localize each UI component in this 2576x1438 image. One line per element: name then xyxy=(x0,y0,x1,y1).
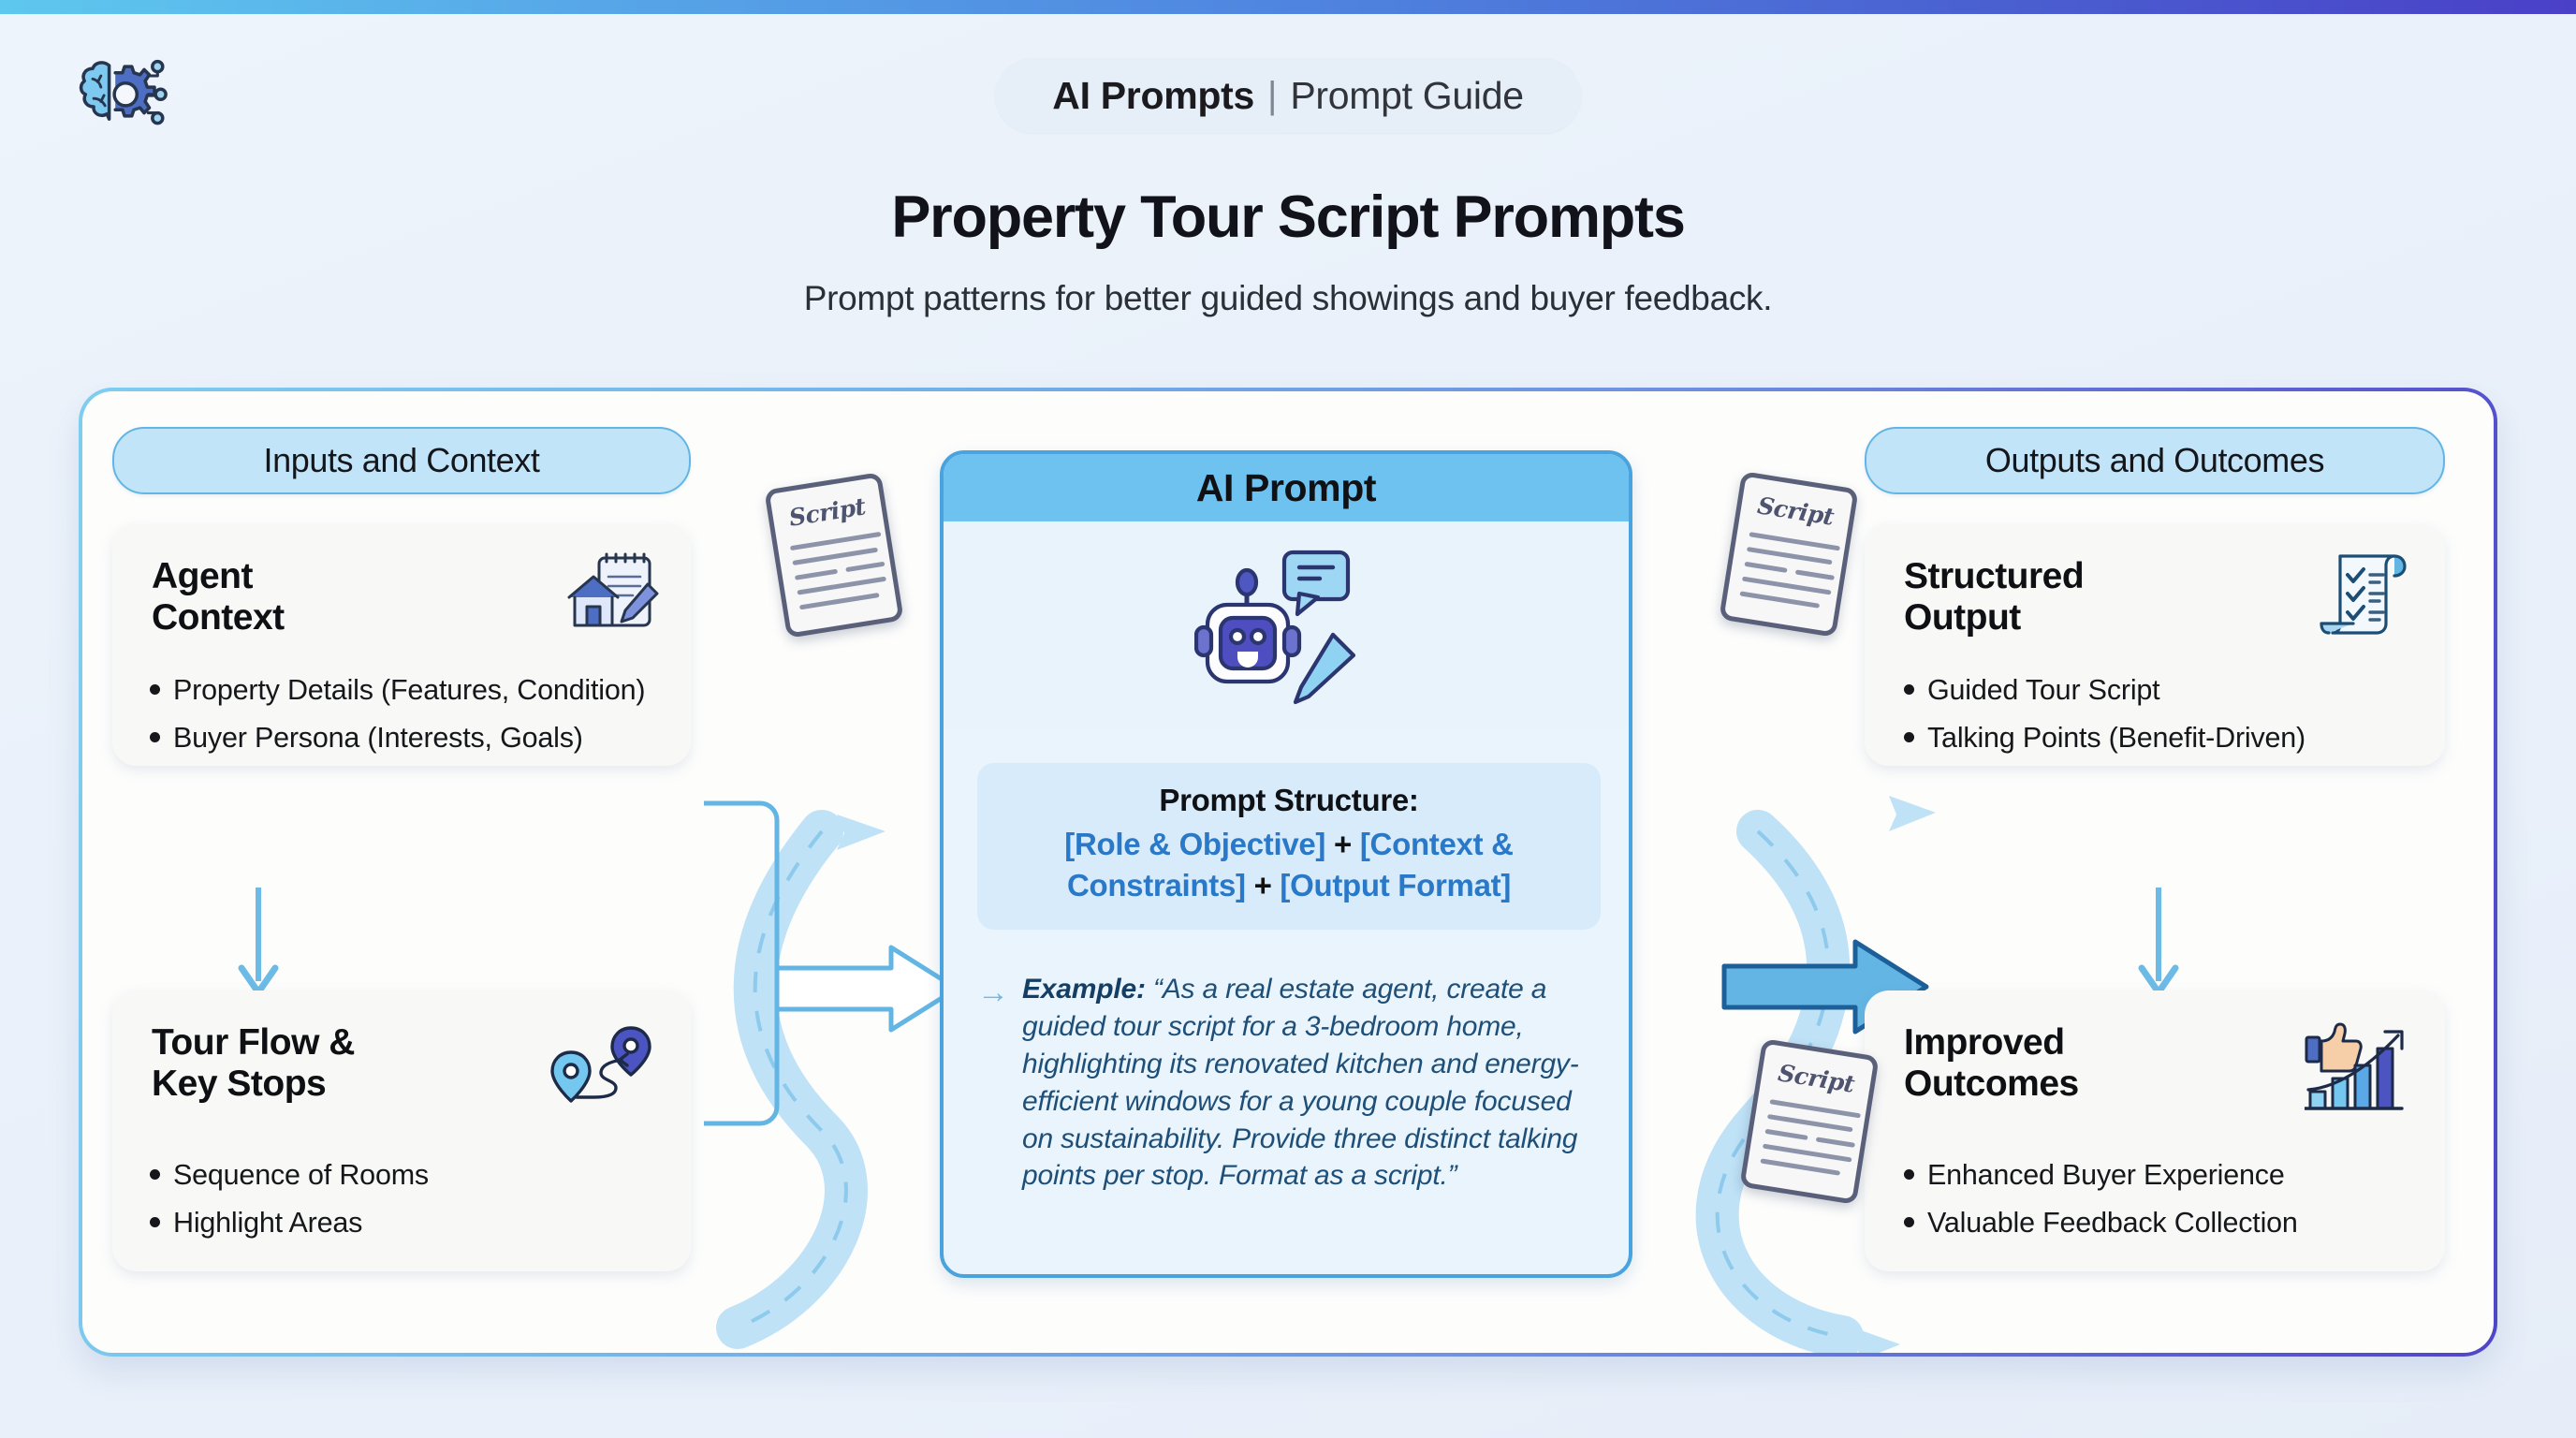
prompt-example-text: Example: “As a real estate agent, create… xyxy=(1022,971,1601,1195)
card-improved-outcomes-title: Improved Outcomes xyxy=(1904,1022,2079,1104)
structure-part-output: [Output Format] xyxy=(1280,867,1512,902)
ai-prompt-header-label: AI Prompt xyxy=(1195,465,1377,509)
list-item: Guided Tour Script xyxy=(1896,672,2421,710)
sidebar-pill-inputs: Inputs and Context xyxy=(112,427,691,494)
card-agent-context-bullets: Property Details (Features, Condition) B… xyxy=(142,672,666,767)
structure-part-context: [Context & Constraints] xyxy=(1066,827,1514,902)
badge-secondary-label: Prompt Guide xyxy=(1290,73,1524,117)
ai-prompt-header: AI Prompt xyxy=(944,454,1629,521)
script-doc-label: Script xyxy=(1776,1059,1857,1098)
list-item: Valuable Feedback Collection xyxy=(1896,1205,2430,1242)
sidebar-pill-outputs: Outputs and Outcomes xyxy=(1865,427,2445,494)
card-tour-flow[interactable]: Tour Flow & Key Stops Sequence of Rooms … xyxy=(112,990,691,1271)
prompt-structure-formula: [Role & Objective] + [Context & Constrai… xyxy=(998,824,1580,906)
ai-prompt-card[interactable]: AI Prompt Prompt Structure: [Ro xyxy=(940,450,1632,1278)
prompt-structure-title: Prompt Structure: xyxy=(1159,783,1419,817)
brain-gear-ai-icon xyxy=(58,45,168,148)
card-structured-output-bullets: Guided Tour Script Talking Points (Benef… xyxy=(1896,672,2421,767)
list-item: Enhanced Buyer Experience xyxy=(1896,1157,2430,1195)
script-doc-label: Script xyxy=(786,492,868,532)
script-document-icon: Script xyxy=(1719,471,1859,638)
pill-label-inputs: Inputs and Context xyxy=(263,441,540,479)
arrow-right-icon: → xyxy=(977,975,1009,1010)
checklist-scroll-icon xyxy=(2320,550,2413,643)
list-item: Property Details (Features, Condition) xyxy=(142,672,666,710)
top-gradient-bar xyxy=(0,0,2576,14)
card-structured-output[interactable]: Structured Output Guided Tour Script Tal… xyxy=(1865,524,2445,766)
card-agent-context[interactable]: Agent Context Property Details (Features… xyxy=(112,524,691,766)
structure-part-role: [Role & Objective] xyxy=(1064,827,1326,861)
list-item: Sequence of Rooms xyxy=(142,1157,666,1195)
list-item: Talking Points (Benefit-Driven) xyxy=(1896,720,2421,757)
house-notepad-pencil-icon xyxy=(562,552,663,643)
structure-joiner: + xyxy=(1334,827,1352,861)
page-title: Property Tour Script Prompts xyxy=(891,184,1686,250)
badge-separator: | xyxy=(1266,74,1278,116)
card-structured-output-title: Structured Output xyxy=(1904,556,2085,638)
page-subtitle: Prompt patterns for better guided showin… xyxy=(803,279,1773,317)
robot-chat-pencil-icon xyxy=(944,521,1629,729)
prompt-structure-box: Prompt Structure: [Role & Objective] + [… xyxy=(977,763,1601,930)
card-tour-flow-title: Tour Flow & Key Stops xyxy=(152,1022,355,1104)
prompt-example-body: “As a real estate agent, create a guided… xyxy=(1022,974,1579,1192)
script-document-icon: Script xyxy=(1739,1038,1880,1205)
list-item: Buyer Persona (Interests, Goals) xyxy=(142,720,666,757)
thumbs-up-growth-chart-icon xyxy=(2303,1022,2419,1117)
script-document-icon: Script xyxy=(764,472,904,638)
badge-primary-label: AI Prompts xyxy=(1052,73,1254,117)
list-item: Highlight Areas xyxy=(142,1205,666,1242)
card-agent-context-title: Agent Context xyxy=(152,556,285,638)
prompt-example-label: Example: xyxy=(1022,974,1146,1005)
prompt-example-block: → Example: “As a real estate agent, crea… xyxy=(977,971,1601,1195)
structure-joiner: + xyxy=(1253,867,1272,902)
pill-label-outputs: Outputs and Outcomes xyxy=(1984,441,2325,479)
card-improved-outcomes-bullets: Enhanced Buyer Experience Valuable Feedb… xyxy=(1896,1157,2430,1252)
card-improved-outcomes[interactable]: Improved Outcomes Enhanced B xyxy=(1865,990,2445,1271)
script-doc-label: Script xyxy=(1755,492,1837,531)
map-route-pins-icon xyxy=(550,1024,661,1123)
breadcrumb-badge: AI Prompts | Prompt Guide xyxy=(995,58,1581,133)
card-tour-flow-bullets: Sequence of Rooms Highlight Areas xyxy=(142,1157,666,1252)
